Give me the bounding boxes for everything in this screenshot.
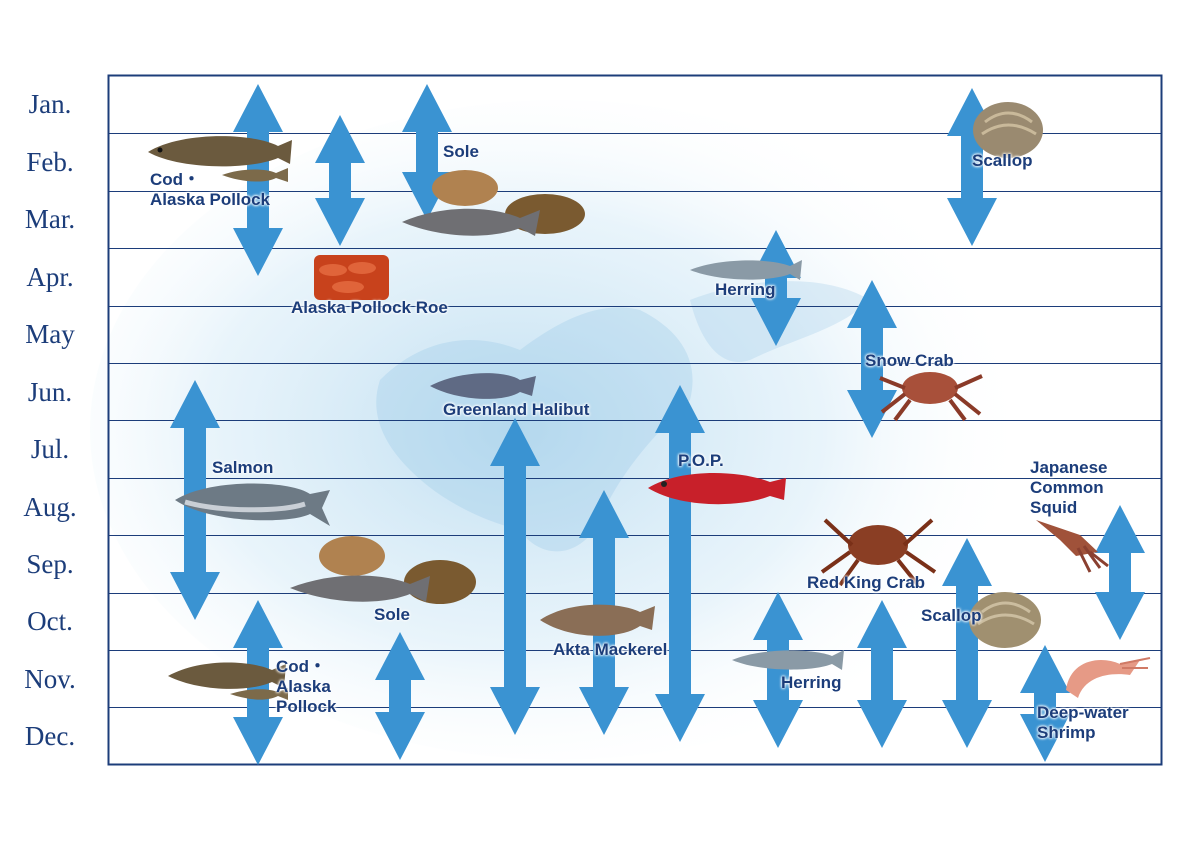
month-grid	[109, 133, 1161, 708]
month-label: Sep.	[26, 549, 74, 579]
label-line: Deep-water	[1037, 703, 1129, 722]
season-arrow-squid	[1095, 505, 1145, 640]
label-line: Shrimp	[1037, 723, 1096, 742]
label-line: Japanese	[1030, 458, 1108, 477]
species-label-salmon: Salmon	[212, 458, 274, 477]
season-arrow-scallop-autumn	[942, 538, 992, 748]
fish-roe-icon	[314, 255, 389, 300]
species-icons	[148, 102, 1151, 700]
label-line: Alaska Pollock	[150, 190, 271, 209]
month-label: Oct.	[27, 606, 73, 636]
rockfish-icon	[648, 472, 786, 505]
flatfish-icon	[290, 536, 476, 604]
herring-icon	[732, 650, 844, 670]
month-label: May	[25, 319, 75, 349]
species-label-greenland-halibut: Greenland Halibut	[443, 400, 590, 419]
season-arrow-pop	[655, 385, 705, 742]
season-arrow-greenland-halibut	[490, 418, 540, 735]
season-arrow-snow-crab	[847, 280, 897, 438]
label-line: Pollock	[276, 697, 337, 716]
species-label-squid: Japanese Common Squid	[1030, 458, 1108, 518]
label-line: Alaska	[276, 677, 331, 696]
snow-crab-icon	[879, 372, 983, 422]
season-arrow-red-king-crab	[857, 600, 907, 748]
season-arrow-herring-spring	[751, 230, 801, 346]
species-label-cod-winter: Cod・ Alaska Pollock	[150, 170, 270, 210]
season-arrow-roe	[315, 115, 365, 246]
species-label-herring: Herring	[781, 673, 842, 692]
season-arrow-shrimp	[1020, 645, 1070, 762]
species-label-sole: Sole	[374, 605, 410, 624]
species-label-sole: Sole	[443, 142, 479, 161]
season-arrow-herring-autumn	[753, 592, 803, 748]
shrimp-icon	[1066, 657, 1151, 698]
species-label-akta-mackerel: Akta Mackerel	[553, 640, 668, 659]
species-label-red-king-crab: Red King Crab	[807, 573, 926, 592]
species-label-cod-autumn: Cod・ Alaska Pollock	[276, 657, 336, 717]
month-label: Jun.	[27, 377, 73, 407]
scallop-icon	[969, 592, 1041, 648]
season-arrow-sole-autumn	[375, 632, 425, 760]
month-label: Mar.	[24, 204, 76, 234]
salmon-icon	[175, 483, 330, 526]
month-label: Aug.	[23, 492, 77, 522]
herring-icon	[690, 260, 802, 280]
flatfish-icon	[402, 170, 585, 236]
species-label-herring: Herring	[715, 280, 776, 299]
squid-icon	[1036, 520, 1109, 573]
cod-fish-icon	[168, 662, 288, 700]
month-label: Nov.	[24, 664, 76, 694]
species-label-scallop: Scallop	[972, 151, 1033, 170]
species-label-pollock-roe: Alaska Pollock Roe	[291, 298, 448, 317]
month-label: Dec.	[24, 721, 76, 751]
label-line: Cod・	[150, 170, 201, 189]
species-label-deep-water-shrimp: Deep-water Shrimp	[1037, 703, 1129, 743]
species-label-scallop: Scallop	[921, 606, 982, 625]
label-line: Common	[1030, 478, 1104, 497]
label-line: Cod・	[276, 657, 327, 676]
species-label-pop: P.O.P.	[678, 451, 724, 470]
cod-fish-icon	[148, 136, 292, 182]
chart-frame	[107, 74, 1163, 766]
month-label: Jan.	[28, 89, 72, 119]
scallop-icon	[973, 102, 1043, 158]
label-line: Squid	[1030, 498, 1078, 517]
species-label-snow-crab: Snow Crab	[865, 351, 954, 370]
halibut-icon	[430, 373, 536, 399]
mackerel-icon	[540, 604, 655, 636]
month-label: Feb.	[26, 147, 74, 177]
month-label: Apr.	[26, 262, 74, 292]
king-crab-icon	[820, 518, 937, 587]
month-label: Jul.	[30, 434, 70, 464]
